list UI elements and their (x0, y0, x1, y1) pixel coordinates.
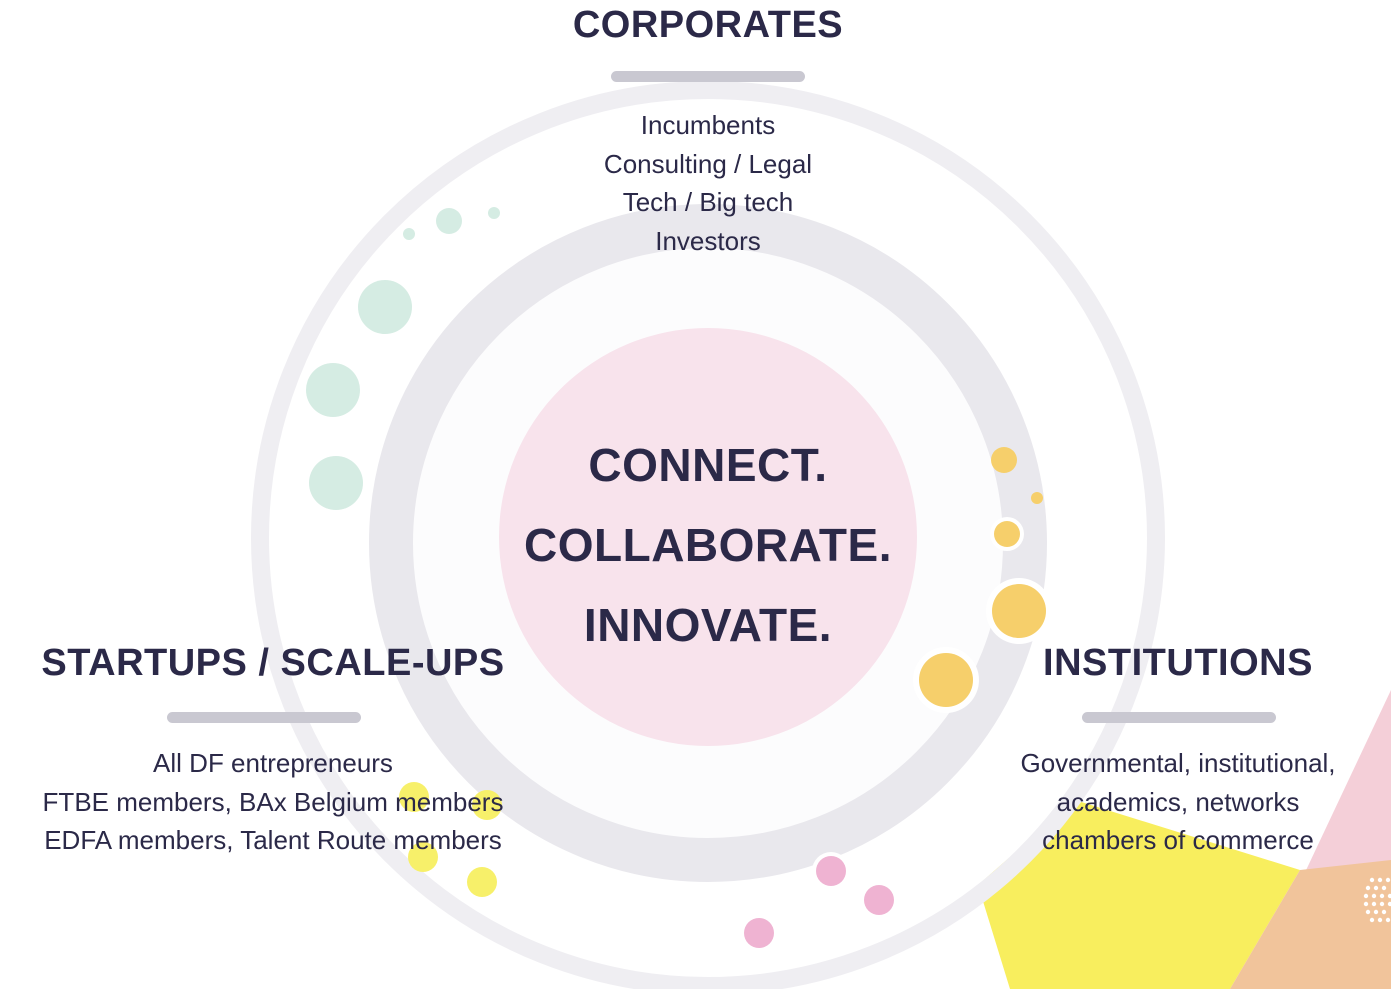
startups-item: FTBE members, BAx Belgium members (42, 786, 504, 817)
mint-bubbles (302, 201, 506, 514)
slogan-connect: CONNECT. (588, 439, 828, 491)
pink-bubbles (740, 852, 898, 952)
corporates-item: Tech / Big tech (622, 187, 794, 217)
middle-ring-stroke (369, 204, 1047, 882)
corporates-title: CORPORATES (572, 4, 844, 46)
gold-bubbles (913, 447, 1052, 713)
institutions-title: INSTITUTIONS (1043, 642, 1313, 684)
startups-list: All DF entrepreneurs FTBE members, BAx B… (43, 744, 504, 860)
yellow-decor-shape (978, 800, 1300, 989)
center-circle (499, 328, 917, 746)
corporates-item: Investors (655, 225, 761, 256)
center-slogan: CONNECT. COLLABORATE. INNOVATE. (524, 425, 892, 665)
startups-item: All DF entrepreneurs (153, 748, 393, 778)
startups-item: EDFA members, Talent Route members (44, 825, 502, 855)
institutions-item: academics, networks (1056, 786, 1300, 817)
institutions-list: Governmental, institutional, academics, … (1020, 744, 1335, 860)
slogan-innovate: INNOVATE. (583, 599, 833, 651)
institutions-divider (1082, 712, 1276, 723)
peach-decor-shape (1230, 860, 1391, 989)
institutions-item: Governmental, institutional, (1020, 748, 1336, 778)
corporates-item: Incumbents (640, 110, 776, 140)
startups-title: STARTUPS / SCALE-UPS (41, 642, 505, 684)
corporates-list: Incumbents Consulting / Legal Tech / Big… (604, 106, 812, 260)
dot-pattern-decor (1363, 877, 1391, 923)
slogan-collaborate: COLLABORATE. (523, 519, 893, 571)
startups-divider (167, 712, 361, 723)
outer-ring (251, 81, 1165, 989)
corporates-divider (611, 71, 805, 82)
lemon-bubbles (399, 782, 502, 901)
institutions-item: chambers of commerce (1042, 825, 1314, 855)
corporates-item: Consulting / Legal (603, 148, 813, 179)
